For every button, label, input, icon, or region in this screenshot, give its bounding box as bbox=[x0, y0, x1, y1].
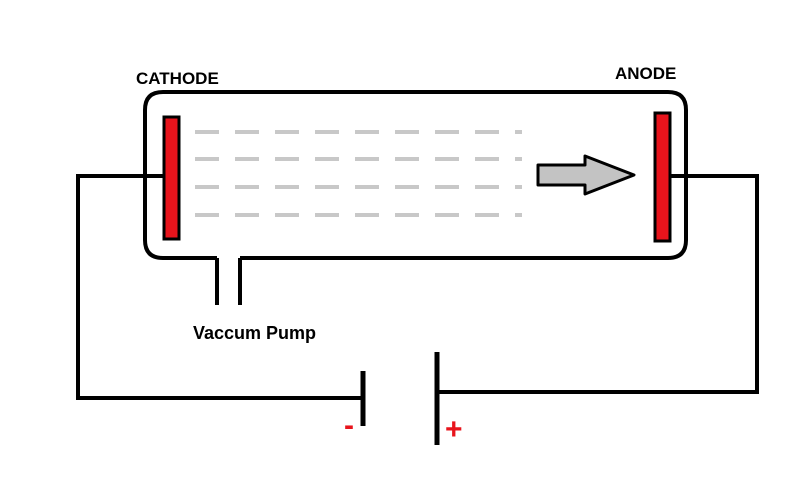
cathode-label: CATHODE bbox=[136, 69, 219, 88]
cathode-wire bbox=[76, 174, 363, 400]
tube-outline bbox=[143, 90, 688, 260]
electron-beam bbox=[195, 130, 522, 217]
vacuum-pump-label: Vaccum Pump bbox=[193, 323, 316, 343]
anode-wire bbox=[437, 174, 759, 394]
cathode-electrode bbox=[162, 115, 181, 241]
anode-label: ANODE bbox=[615, 64, 676, 83]
negative-sign: - bbox=[344, 409, 354, 442]
right-arrow-icon bbox=[536, 154, 636, 196]
anode-electrode bbox=[653, 111, 672, 243]
positive-sign: + bbox=[445, 413, 463, 446]
